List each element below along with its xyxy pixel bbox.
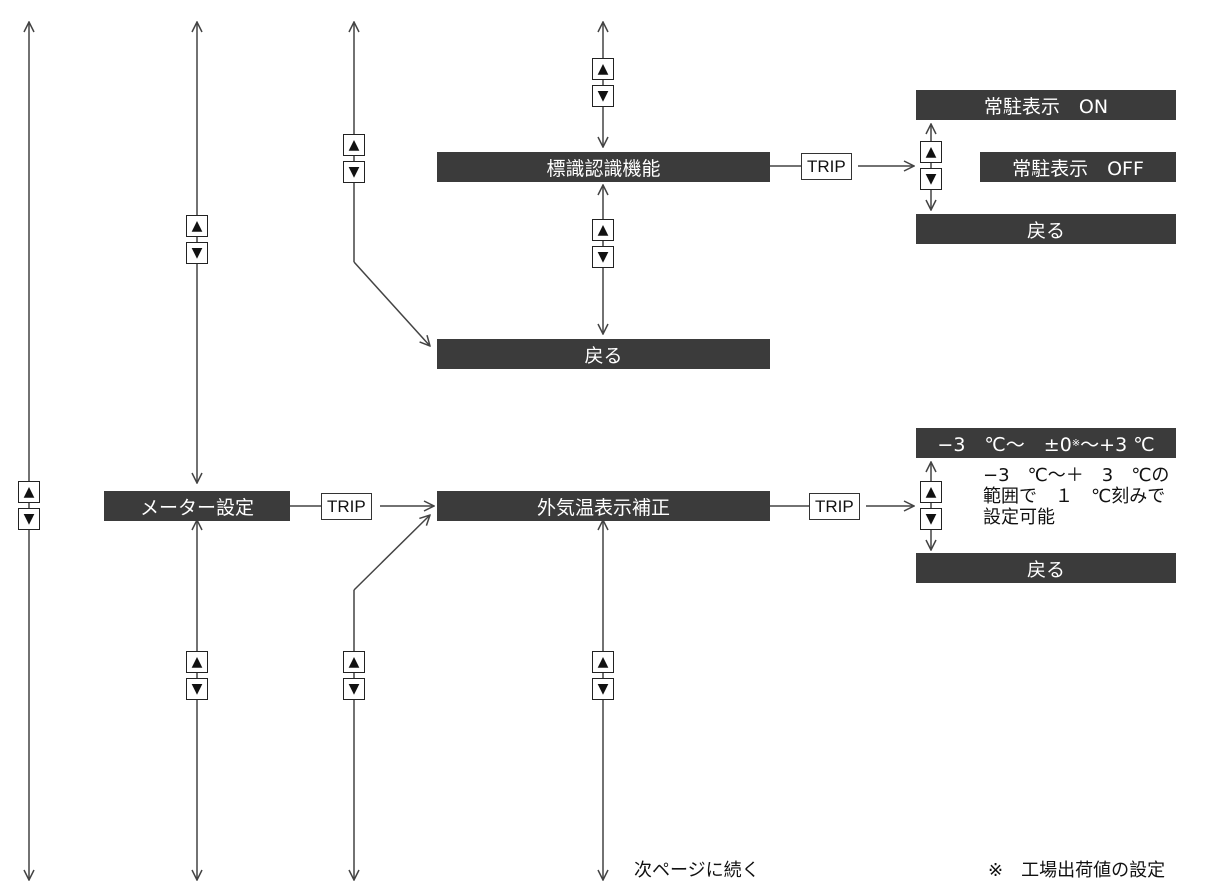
up-arrow-icon[interactable]: ▲ (920, 481, 942, 503)
temp-range-text: −3 ℃〜 ±0 (937, 433, 1072, 456)
down-arrow-icon[interactable]: ▼ (920, 508, 942, 530)
updown-buttons[interactable]: ▲▼ (592, 58, 614, 112)
resident-on-box[interactable]: 常駐表示 ON (916, 90, 1176, 120)
updown-buttons[interactable]: ▲▼ (920, 141, 942, 195)
up-arrow-icon[interactable]: ▲ (343, 134, 365, 156)
resident-off-box[interactable]: 常駐表示 OFF (980, 152, 1176, 182)
trip-label: TRIP (801, 153, 852, 180)
updown-buttons[interactable]: ▲▼ (592, 219, 614, 273)
factory-setting-note: ※ 工場出荷値の設定 (988, 860, 1166, 881)
updown-buttons[interactable]: ▲▼ (186, 215, 208, 269)
meter-setting-box[interactable]: メーター設定 (104, 491, 290, 521)
continued-next-page: 次ページに続く (634, 860, 760, 881)
back-box-right-top[interactable]: 戻る (916, 214, 1176, 244)
up-arrow-icon[interactable]: ▲ (920, 141, 942, 163)
factory-setting-mark: ※ (1071, 437, 1081, 449)
diag-to-temp (353, 515, 430, 591)
updown-buttons[interactable]: ▲▼ (592, 651, 614, 705)
updown-buttons[interactable]: ▲▼ (18, 481, 40, 535)
updown-buttons[interactable]: ▲▼ (920, 481, 942, 535)
diag-to-back (353, 261, 430, 346)
up-arrow-icon[interactable]: ▲ (343, 651, 365, 673)
up-arrow-icon[interactable]: ▲ (592, 651, 614, 673)
temp-range-tail: 〜+3 ℃ (1080, 433, 1155, 456)
updown-buttons[interactable]: ▲▼ (343, 651, 365, 705)
down-arrow-icon[interactable]: ▼ (18, 508, 40, 530)
down-arrow-icon[interactable]: ▼ (920, 168, 942, 190)
down-arrow-icon[interactable]: ▼ (343, 678, 365, 700)
up-arrow-icon[interactable]: ▲ (186, 651, 208, 673)
down-arrow-icon[interactable]: ▼ (186, 242, 208, 264)
updown-buttons[interactable]: ▲▼ (343, 134, 365, 188)
temp-range-note: −3 ℃〜＋ 3 ℃の 範囲で １ ℃刻みで 設定可能 (983, 465, 1170, 528)
down-arrow-icon[interactable]: ▼ (592, 246, 614, 268)
down-arrow-icon[interactable]: ▼ (186, 678, 208, 700)
down-arrow-icon[interactable]: ▼ (592, 678, 614, 700)
up-arrow-icon[interactable]: ▲ (592, 219, 614, 241)
trip-label: TRIP (809, 493, 860, 520)
outside-temp-box[interactable]: 外気温表示補正 (437, 491, 770, 521)
up-arrow-icon[interactable]: ▲ (592, 58, 614, 80)
down-arrow-icon[interactable]: ▼ (343, 161, 365, 183)
sign-recognition-box[interactable]: 標識認識機能 (437, 152, 770, 182)
updown-buttons[interactable]: ▲▼ (186, 651, 208, 705)
temp-range-box[interactable]: −3 ℃〜 ±0※〜+3 ℃ (916, 428, 1176, 458)
up-arrow-icon[interactable]: ▲ (186, 215, 208, 237)
back-box-top[interactable]: 戻る (437, 339, 770, 369)
back-box-right-bottom[interactable]: 戻る (916, 553, 1176, 583)
down-arrow-icon[interactable]: ▼ (592, 85, 614, 107)
trip-label: TRIP (321, 493, 372, 520)
up-arrow-icon[interactable]: ▲ (18, 481, 40, 503)
